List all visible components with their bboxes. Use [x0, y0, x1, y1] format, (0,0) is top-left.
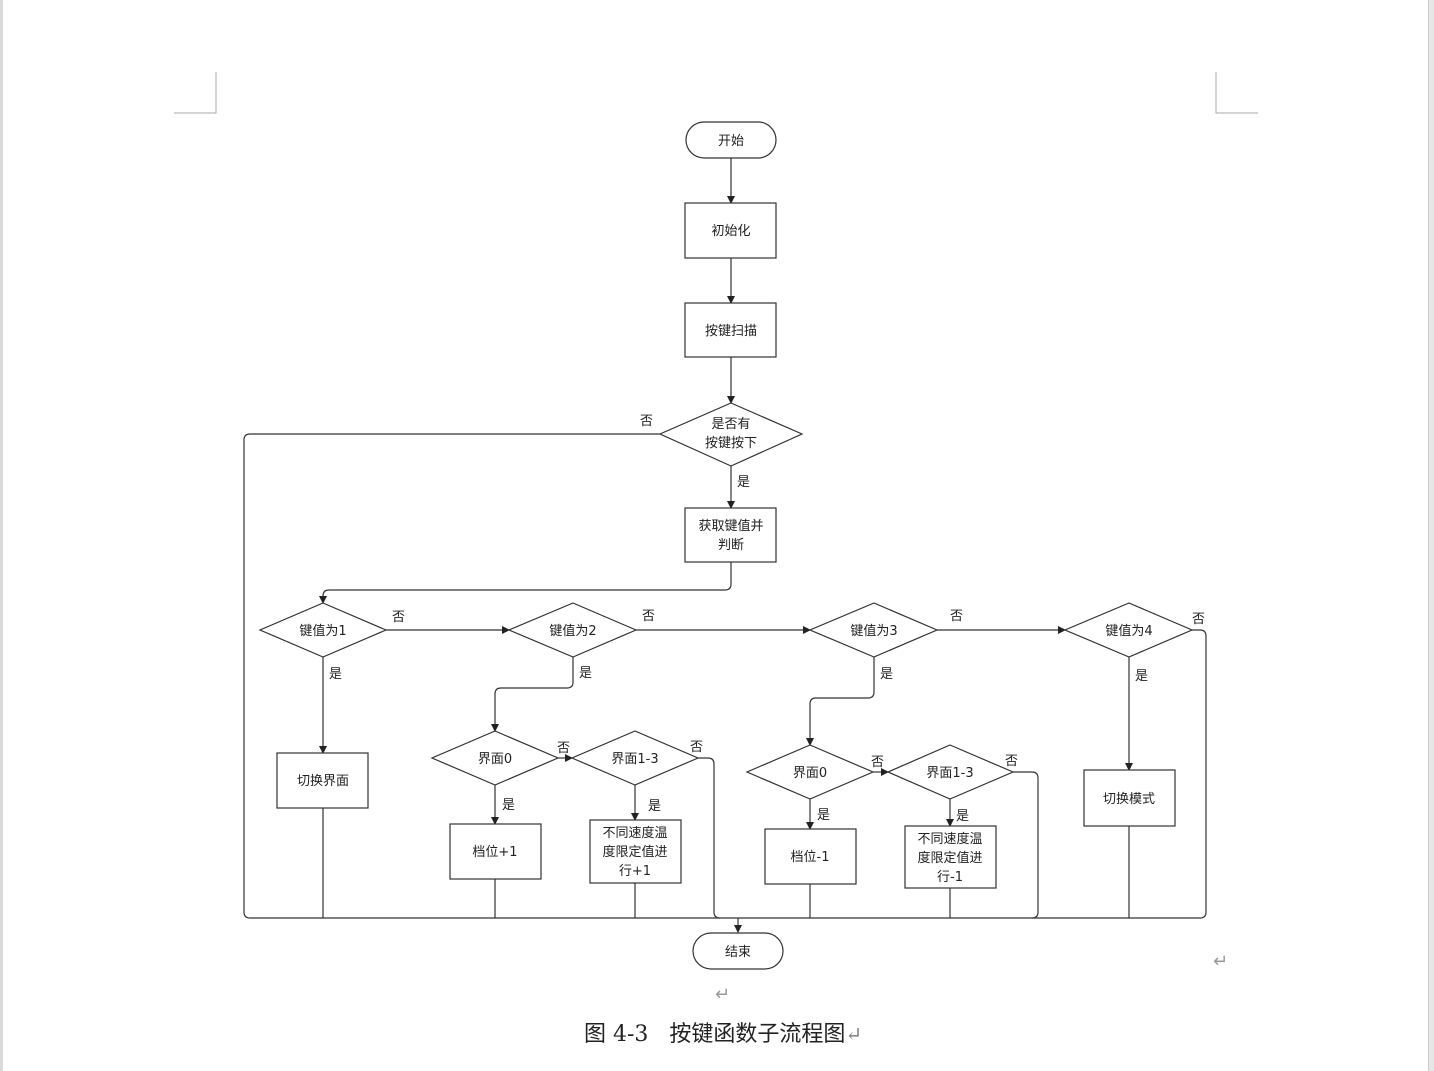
node-switchmode-label: 切换模式	[1103, 792, 1155, 807]
label-key2-yes: 是	[579, 666, 592, 681]
node-start-label: 开始	[718, 134, 744, 149]
caption-paragraph-mark: ↵	[845, 1022, 863, 1046]
node-ui0-a-question	[430, 730, 560, 786]
node-limitminus-label-1: 不同速度温	[917, 831, 982, 847]
node-ui13b-label: 界面1-3	[926, 766, 973, 781]
node-limit-minus	[904, 825, 997, 889]
paragraph-mark-right: ↵	[1213, 951, 1229, 972]
edge-key3-yes	[806, 657, 875, 746]
label-ui13b-no: 否	[1005, 754, 1018, 769]
node-key3-question	[808, 602, 939, 658]
node-gear-plus	[449, 823, 542, 880]
label-key1-no: 否	[392, 610, 405, 625]
node-limitplus-label-2: 度限定值进	[602, 844, 667, 860]
label-ui13a-yes: 是	[648, 799, 661, 814]
node-pressed-question	[658, 402, 804, 467]
node-limitminus-label-2: 度限定值进	[917, 850, 982, 866]
node-end-label: 结束	[725, 945, 751, 960]
edge-key2-yes	[491, 657, 574, 732]
node-gearplus-label: 档位+1	[472, 845, 517, 860]
node-getkey-label-2: 判断	[718, 538, 744, 553]
edge-getkey-key1	[319, 562, 732, 604]
label-key3-yes: 是	[880, 667, 893, 682]
label-ui0b-no: 否	[871, 755, 884, 770]
node-key4-label: 键值为4	[1105, 623, 1152, 639]
node-key1-label: 键值为1	[299, 623, 346, 639]
node-end	[692, 932, 784, 970]
node-ui13-a-question	[570, 730, 700, 786]
node-getkey-label-1: 获取键值并	[698, 518, 763, 534]
corner-mark-top-right	[1215, 72, 1258, 114]
node-key4-question	[1063, 602, 1194, 658]
node-pressed-label-2: 按键按下	[705, 436, 757, 451]
paragraph-mark-center: ↵	[715, 984, 731, 1005]
label-key2-no: 否	[642, 609, 655, 624]
node-limitplus-label-3: 行+1	[619, 864, 651, 879]
edge-ui13b-no	[1013, 771, 1039, 919]
node-limitplus-label-1: 不同速度温	[602, 825, 667, 841]
page-edge-left	[0, 0, 3, 1071]
edge-ui13a-no	[698, 757, 721, 919]
node-switchui-label: 切换界面	[297, 774, 349, 789]
node-key2-question	[507, 602, 638, 658]
node-key3-label: 键值为3	[850, 623, 897, 639]
figure-caption: 图 4-3 按键函数子流程图↵	[584, 1016, 862, 1048]
node-ui0b-label: 界面0	[793, 766, 827, 781]
node-ui0-b-question	[745, 744, 875, 800]
label-pressed-yes: 是	[737, 475, 750, 490]
node-ui13a-label: 界面1-3	[611, 752, 658, 767]
node-switch-ui	[276, 752, 369, 809]
label-ui0a-no: 否	[557, 741, 570, 756]
label-key4-yes: 是	[1135, 669, 1148, 684]
caption-title: 按键函数子流程图	[669, 1022, 846, 1047]
node-ui0a-label: 界面0	[478, 752, 512, 767]
label-ui0b-yes: 是	[817, 808, 830, 823]
label-pressed-no: 否	[640, 414, 653, 429]
node-pressed-label-1: 是否有	[711, 417, 750, 432]
edge-pressed-no	[243, 433, 660, 919]
node-limit-plus	[589, 819, 682, 884]
label-ui0a-yes: 是	[502, 798, 515, 813]
node-key1-question	[258, 602, 388, 658]
node-scan	[684, 302, 777, 358]
node-key2-label: 键值为2	[549, 623, 596, 639]
label-ui13a-no: 否	[690, 740, 703, 755]
corner-mark-top-left	[174, 72, 217, 114]
node-get-key	[684, 507, 777, 563]
node-gear-minus	[764, 828, 857, 885]
page-edge-right[interactable]	[1428, 0, 1434, 1071]
node-switch-mode	[1083, 769, 1176, 827]
label-ui13b-yes: 是	[956, 809, 969, 824]
node-init-label: 初始化	[711, 224, 750, 239]
node-ui13-b-question	[886, 744, 1015, 800]
label-key1-yes: 是	[329, 667, 342, 682]
caption-label: 图 4-3	[584, 1022, 649, 1047]
node-start	[685, 121, 777, 159]
node-init	[684, 202, 777, 259]
label-key3-no: 否	[950, 609, 963, 624]
node-scan-label: 按键扫描	[705, 324, 757, 339]
label-key4-no: 否	[1192, 612, 1205, 627]
node-limitminus-label-3: 行-1	[937, 870, 963, 885]
node-gearminus-label: 档位-1	[791, 850, 830, 865]
edge-key4-no	[1192, 629, 1207, 919]
